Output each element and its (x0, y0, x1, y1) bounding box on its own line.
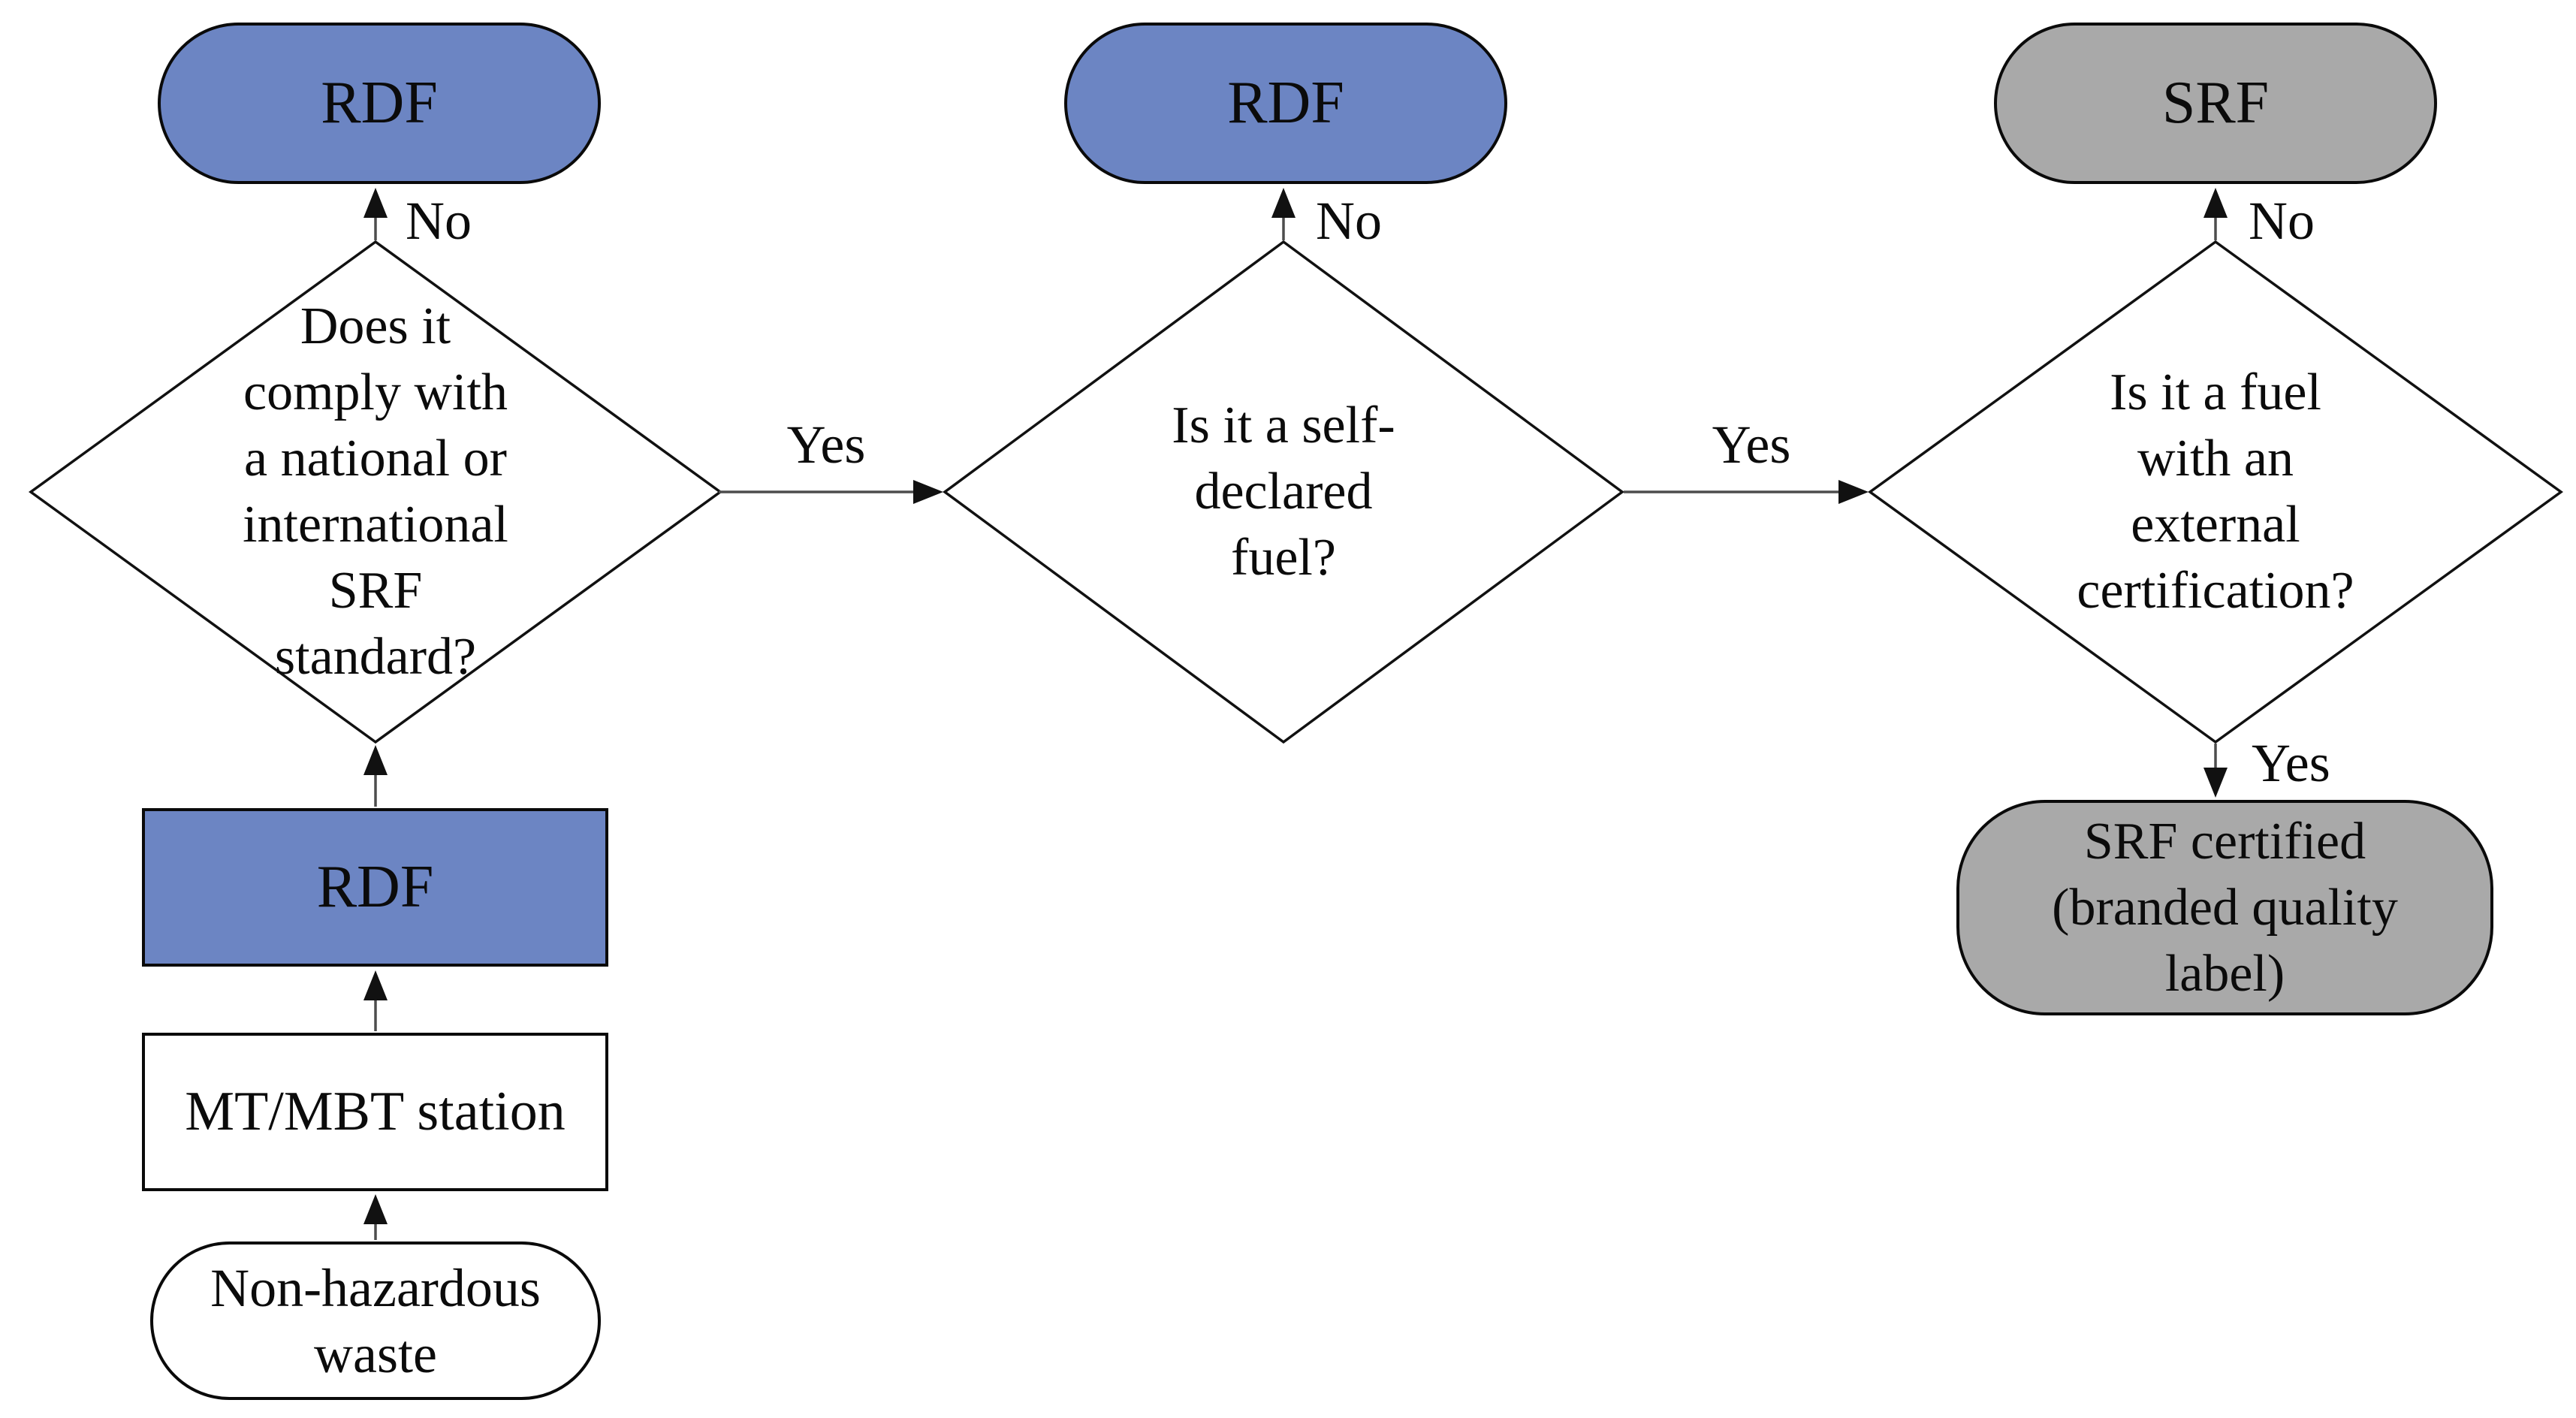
arrow-no-to-rdf-middle (1271, 188, 1296, 240)
node-srf-terminal: SRF (1994, 23, 2437, 184)
edge-label-no-standard: No (406, 191, 472, 251)
edge-label-yes-external-cert: Yes (2252, 733, 2330, 793)
node-mt-mbt-station: MT/MBT station (142, 1033, 608, 1191)
edge-label-yes-standard: Yes (786, 415, 866, 475)
node-rdf-terminal-middle: RDF (1064, 23, 1507, 184)
node-rdf-process: RDF (142, 808, 608, 967)
node-decision-srf-standard: Does it comply with a national or intern… (243, 297, 508, 686)
arrow-mtmbt-to-rdf (363, 970, 388, 1031)
arrow-no-to-srf (2203, 188, 2228, 240)
node-non-hazardous-waste: Non-hazardous waste (150, 1242, 601, 1400)
node-decision-external-certification: Is it a fuel with an external certificat… (2077, 364, 2354, 620)
edge-label-yes-self-declared: Yes (1712, 415, 1791, 475)
arrow-no-to-rdf-left (363, 188, 388, 240)
arrow-yes-to-external-cert (1624, 480, 1869, 504)
arrow-waste-to-mtmbt (363, 1194, 388, 1240)
node-srf-certified: SRF certified (branded quality label) (1956, 800, 2493, 1015)
decision-diamond-standard (29, 240, 722, 744)
node-rdf-terminal-left: RDF (158, 23, 601, 184)
edge-label-no-external-cert: No (2249, 191, 2315, 251)
edge-label-no-self-declared: No (1316, 191, 1382, 251)
decision-diamond-external-cert (1868, 240, 2563, 744)
arrow-rdf-to-standard-decision (363, 745, 388, 807)
arrow-yes-to-srf-certified (2203, 744, 2228, 798)
arrow-yes-to-self-declared (719, 480, 943, 504)
decision-diamond-self-declared (943, 240, 1624, 744)
node-decision-self-declared: Is it a self- declared fuel? (1172, 397, 1395, 587)
